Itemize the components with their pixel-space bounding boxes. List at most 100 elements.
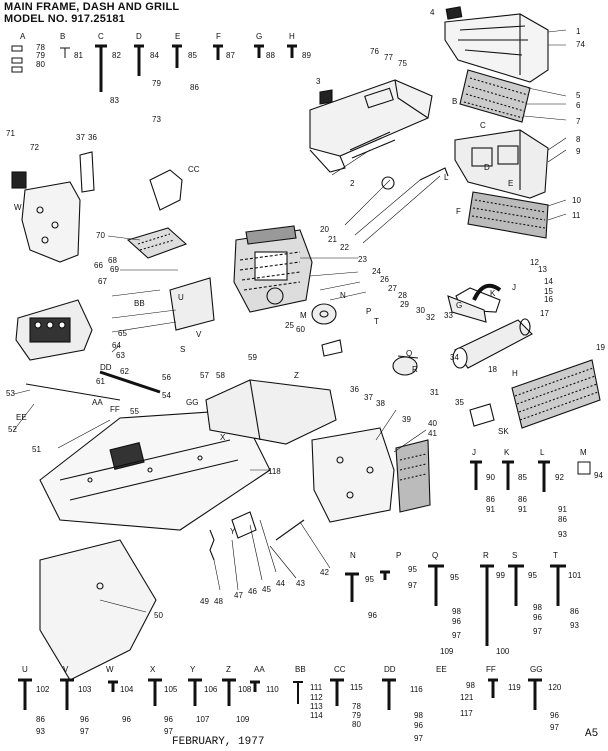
hw-ref-112: 112 (310, 693, 323, 702)
tag-g: G (456, 301, 462, 310)
hw-ref-96-s: 96 (533, 613, 542, 622)
hw-letter-d: D (136, 32, 142, 41)
callouts-right-column: 4 1 74 5 6 7 8 9 10 11 (430, 8, 585, 220)
tag-ee: EE (16, 413, 27, 422)
tag-h: H (512, 369, 518, 378)
callout-49: 49 (200, 597, 209, 606)
tag-cc: CC (188, 165, 200, 174)
callout-63: 63 (116, 351, 125, 360)
callout-46: 46 (248, 587, 257, 596)
hw-ref-85-k: 85 (518, 473, 527, 482)
callout-3: 3 (316, 77, 321, 86)
callout-36: 36 (350, 385, 359, 394)
hw-ref-81: 81 (74, 51, 83, 60)
callout-67: 67 (98, 277, 107, 286)
hw-ref-95-s: 95 (528, 571, 537, 580)
hw-ref-115: 115 (350, 683, 363, 692)
hw-ref-80: 80 (36, 60, 45, 69)
callout-58: 58 (216, 371, 225, 380)
hw-ref-107: 107 (196, 715, 210, 724)
hardware-bolts-top (11, 44, 297, 92)
callout-45: 45 (262, 585, 271, 594)
callout-13: 13 (538, 265, 547, 274)
hw-letter-k: K (504, 448, 510, 457)
callout-53: 53 (6, 389, 15, 398)
callout-59: 59 (248, 353, 257, 362)
tag-f: F (456, 207, 461, 216)
hw-ref-94: 94 (594, 471, 603, 480)
air-cleaner-cover (392, 355, 419, 376)
hw-letter-l: L (540, 448, 545, 457)
hw-ref-105: 105 (164, 685, 178, 694)
tag-e: E (508, 179, 513, 188)
hw-ref-96-v: 96 (80, 715, 89, 724)
hw-ref-101: 101 (568, 571, 582, 580)
hw-ref-82: 82 (112, 51, 121, 60)
callout-44: 44 (276, 579, 285, 588)
hw-ref-78: 78 (36, 43, 45, 52)
callout-4: 4 (430, 8, 435, 17)
hw-letter-x: X (150, 665, 156, 674)
hw-letter-w: W (106, 665, 114, 674)
battery-cover (126, 227, 188, 259)
hw-ref-97-gg: 97 (550, 723, 559, 732)
hw-ref-96-dd: 96 (414, 721, 423, 730)
hw-ref-97-s: 97 (533, 627, 542, 636)
muffler-guard (511, 359, 601, 429)
hw-ref-96-q: 96 (452, 617, 461, 626)
callout-25: 25 (285, 321, 294, 330)
hw-letter-r: R (483, 551, 489, 560)
pulley (311, 303, 337, 325)
hw-letter-q: Q (432, 551, 438, 560)
callout-7: 7 (576, 117, 581, 126)
frame-channel (205, 379, 337, 445)
hw-ref-120: 120 (548, 683, 562, 692)
hw-letter-dd: DD (384, 665, 396, 674)
side-panel-left (21, 181, 81, 263)
hw-ref-116: 116 (410, 685, 423, 694)
hw-ref-100: 100 (496, 647, 510, 656)
hw-ref-97-x: 97 (164, 727, 173, 736)
callout-2: 2 (350, 179, 355, 188)
callout-19: 19 (596, 343, 605, 352)
callout-24: 24 (372, 267, 381, 276)
tag-sk: SK (498, 427, 509, 436)
hw-letter-bb: BB (295, 665, 306, 674)
tag-s: S (180, 345, 185, 354)
hw-ref-109: 109 (236, 715, 250, 724)
tag-x: X (220, 433, 226, 442)
callout-76: 76 (370, 47, 379, 56)
callout-54: 54 (162, 391, 171, 400)
hw-ref-96-w: 96 (122, 715, 131, 724)
decal-wb (11, 171, 27, 189)
hardware-key-top: A 78 79 80 B 81 C 82 83 D 84 79 E 85 86 … (20, 32, 311, 105)
seat-bracket (231, 511, 257, 539)
hood-hinge-rod (419, 167, 449, 181)
hw-ref-110: 110 (266, 685, 279, 694)
callout-27: 27 (388, 284, 397, 293)
callout-64: 64 (112, 341, 121, 350)
hardware-key-right-row1: J 90 86 91 K 85 86 91 L 92 91 86 93 M 94 (472, 448, 603, 539)
hw-letter-s: S (512, 551, 517, 560)
callout-12: 12 (530, 258, 539, 267)
spark-plug-clip (321, 339, 343, 357)
model-number: MODEL NO. 917.25181 (4, 13, 125, 25)
callout-28: 28 (398, 291, 407, 300)
hw-ref-87: 87 (226, 51, 235, 60)
hw-ref-113: 113 (310, 702, 323, 711)
hardware-key-bottom: U 102 86 93 V 103 96 97 W 104 96 X 105 9… (22, 665, 562, 743)
callout-70: 70 (96, 231, 105, 240)
hw-letter-h: H (289, 32, 295, 41)
hw-ref-106: 106 (204, 685, 218, 694)
hw-letter-cc: CC (334, 665, 346, 674)
callout-74: 74 (576, 40, 585, 49)
hw-ref-91-j: 91 (486, 505, 495, 514)
hw-letter-t: T (553, 551, 558, 560)
hw-ref-84: 84 (150, 51, 159, 60)
callout-57: 57 (200, 371, 209, 380)
hw-ref-78-cc: 78 (352, 702, 361, 711)
callouts-left-area: 71 72 37 36 73 70 69 68 67 66 65 64 63 6… (6, 115, 305, 620)
hw-letter-v: V (63, 665, 69, 674)
hw-ref-83: 83 (110, 96, 119, 105)
